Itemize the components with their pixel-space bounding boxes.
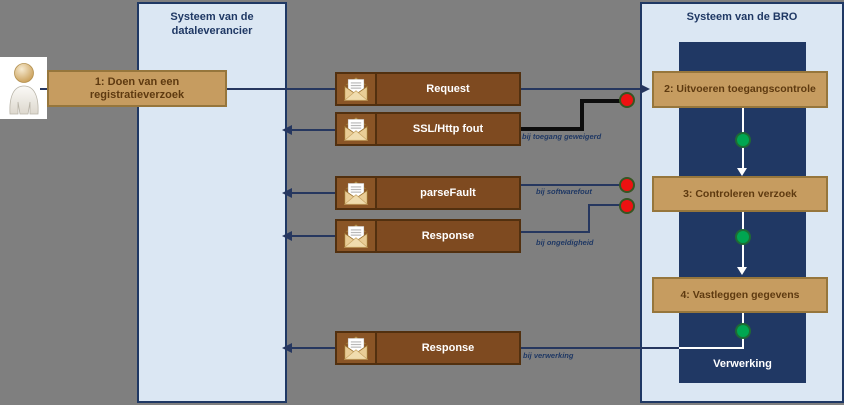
dataleverancier-panel: Systeem van de dataleverancier: [137, 2, 287, 403]
step-2-toegangscontrole: 2: Uitvoeren toegangscontrole: [652, 71, 828, 108]
response1-elbow-bottom: [521, 231, 590, 233]
success-dot-1: [735, 132, 751, 148]
flow-2-3-arrowhead-icon: [737, 168, 747, 176]
ssl-return-line: [288, 129, 335, 131]
dataleverancier-title-line1: Systeem van de: [170, 11, 254, 23]
step-1-registratieverzoek: 1: Doen van een registratieverzoek: [47, 70, 227, 107]
message-ssl-http-fout: SSL/Http fout: [335, 112, 521, 146]
flow-3-4-arrowhead-icon: [737, 267, 747, 275]
message-label: parseFault: [420, 187, 476, 199]
response1-return-line: [288, 235, 335, 237]
response1-arrowhead-icon: [282, 231, 292, 241]
envelope-icon: [337, 333, 377, 363]
envelope-icon: [337, 221, 377, 251]
condition-ongeldigheid: bij ongeldigheid: [536, 238, 594, 247]
condition-toegang-geweigerd: bij toegang geweigerd: [522, 132, 602, 141]
envelope-icon: [337, 178, 377, 208]
ssl-error-elbow-bottom: [521, 127, 584, 131]
response1-elbow-top: [588, 204, 627, 206]
message-label: SSL/Http fout: [412, 123, 484, 135]
bro-panel-title: Systeem van de BRO: [686, 11, 798, 23]
dataleverancier-title: Systeem van de dataleverancier: [139, 10, 285, 38]
dataleverancier-title-line2: dataleverancier: [171, 25, 253, 37]
parsefault-arrowhead-icon: [282, 188, 292, 198]
success-dot-3: [735, 323, 751, 339]
message-response-verwerking: Response: [335, 331, 521, 365]
parsefault-return-line: [288, 192, 335, 194]
message-request: Request: [335, 72, 521, 106]
step1-line2: registratieverzoek: [89, 88, 185, 101]
condition-softwarefout: bij softwarefout: [536, 187, 592, 196]
message-parsefault: parseFault: [335, 176, 521, 210]
ssl-error-elbow-top: [580, 99, 627, 103]
error-dot-toegangscontrole: [619, 92, 635, 108]
condition-verwerking: bij verwerking: [523, 351, 574, 360]
step-3-controleren-verzoek: 3: Controleren verzoek: [652, 176, 828, 212]
success-dot-2: [735, 229, 751, 245]
request-arrowhead-icon: [640, 84, 650, 94]
error-dot-ongeldig: [619, 198, 635, 214]
verwerking-label: Verwerking: [713, 358, 772, 370]
step-4-vastleggen-gegevens: 4: Vastleggen gegevens: [652, 277, 828, 313]
envelope-icon: [337, 74, 377, 104]
response1-elbow-vert: [588, 204, 590, 233]
response2-arrowhead-icon: [282, 343, 292, 353]
error-dot-parsefault: [619, 177, 635, 193]
envelope-icon: [337, 114, 377, 144]
message-response-ongeldigheid: Response: [335, 219, 521, 253]
message-label: Request: [426, 83, 470, 95]
parsefault-source-line: [521, 184, 623, 186]
message-label: Response: [421, 230, 475, 242]
step1-line1: 1: Doen van een: [94, 75, 180, 88]
ssl-arrowhead-icon: [282, 125, 292, 135]
response2-white-line: [679, 347, 744, 349]
response2-white-vert: [742, 331, 744, 348]
actor-icon: [0, 57, 47, 119]
message-label: Response: [421, 342, 475, 354]
ssl-error-elbow-vert: [580, 99, 584, 130]
